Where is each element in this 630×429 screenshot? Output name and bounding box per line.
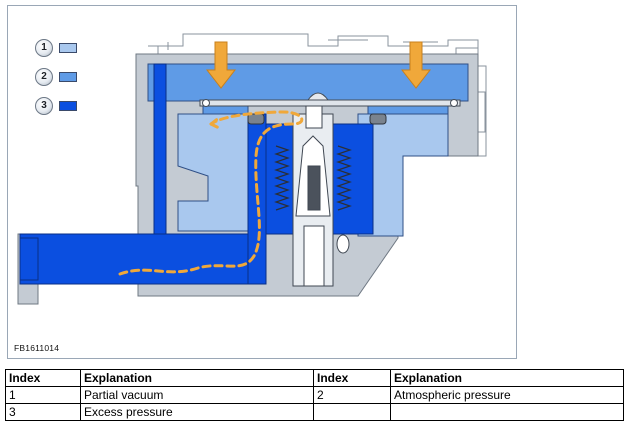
legend-badge-3: 3 (35, 97, 53, 115)
legend-item-1: 1 (35, 39, 95, 59)
table-cell: Atmospheric pressure (390, 386, 624, 404)
outlet-stub (19, 237, 39, 281)
table-row: 1 Partial vacuum 2 Atmospheric pressure (5, 386, 624, 404)
table-cell (390, 403, 624, 421)
partial-vacuum-chamber (177, 113, 449, 237)
table-cell: 2 (313, 386, 391, 404)
header-index-1: Index (5, 369, 81, 387)
table-cell: 1 (5, 386, 81, 404)
table-cell (313, 403, 391, 421)
flow-path (118, 110, 304, 276)
legend-badge-1: 1 (35, 39, 53, 57)
legend-swatch-atmospheric (59, 72, 77, 82)
legend-swatch-partial-vacuum (59, 43, 77, 53)
legend-item-3: 3 (35, 97, 95, 117)
diagram-figure: 1 2 3 FB1611014 (7, 5, 517, 359)
table-row: 3 Excess pressure (5, 403, 624, 421)
diaphragm (199, 92, 461, 107)
table-header-row: Index Explanation Index Explanation (5, 369, 624, 387)
table-cell: Partial vacuum (80, 386, 314, 404)
figure-code: FB1611014 (14, 343, 60, 353)
valve-seats (247, 113, 387, 125)
table-cell: Excess pressure (80, 403, 314, 421)
index-explanation-table: Index Explanation Index Explanation 1 Pa… (5, 369, 624, 421)
legend-badge-2: 2 (35, 68, 53, 86)
header-index-2: Index (313, 369, 391, 387)
legend-item-2: 2 (35, 68, 95, 88)
header-explanation-2: Explanation (390, 369, 624, 387)
valve-cross-section (17, 33, 487, 305)
pressure-arrows (205, 41, 432, 89)
table-cell: 3 (5, 403, 81, 421)
legend-swatch-excess-pressure (59, 101, 77, 111)
valve-body (292, 105, 350, 287)
header-explanation-1: Explanation (80, 369, 314, 387)
springs (274, 145, 352, 211)
